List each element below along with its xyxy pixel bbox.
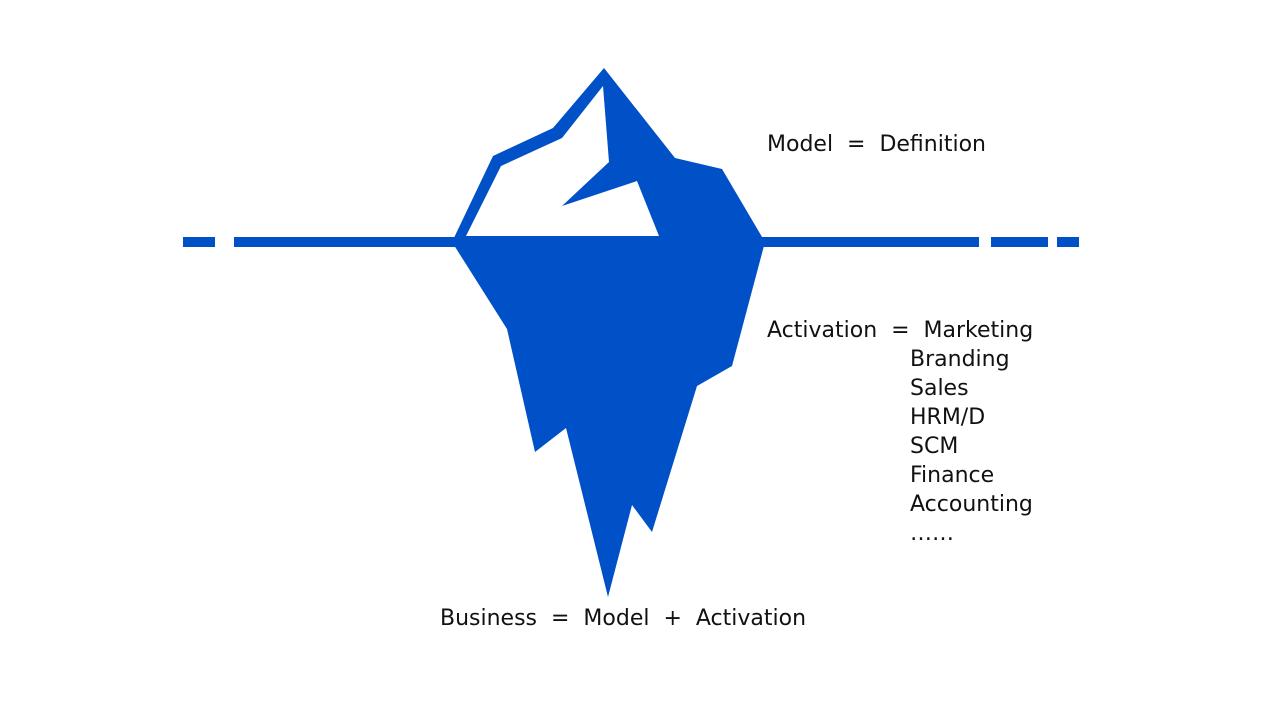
activation-item-ellipsis: ……: [910, 521, 954, 546]
activation-item-finance: Finance: [910, 463, 995, 488]
activation-item-branding: Branding: [910, 347, 1010, 372]
waterline-dash: [183, 237, 215, 247]
activation-item-hrmd: HRM/D: [910, 405, 986, 430]
activation-list: Branding Sales HRM/D SCM Finance Account…: [910, 345, 1033, 548]
waterline-dash: [991, 237, 1048, 247]
activation-label: Activation = Marketing: [767, 318, 1034, 343]
activation-item-accounting: Accounting: [910, 492, 1033, 517]
model-label: Model = Definition: [767, 132, 986, 157]
business-label: Business = Model + Activation: [440, 606, 807, 631]
iceberg-tip: [452, 68, 765, 242]
activation-item-scm: SCM: [910, 434, 959, 459]
activation-item-sales: Sales: [910, 376, 969, 401]
iceberg-submerged: [452, 242, 765, 597]
waterline-dash: [1057, 237, 1079, 247]
